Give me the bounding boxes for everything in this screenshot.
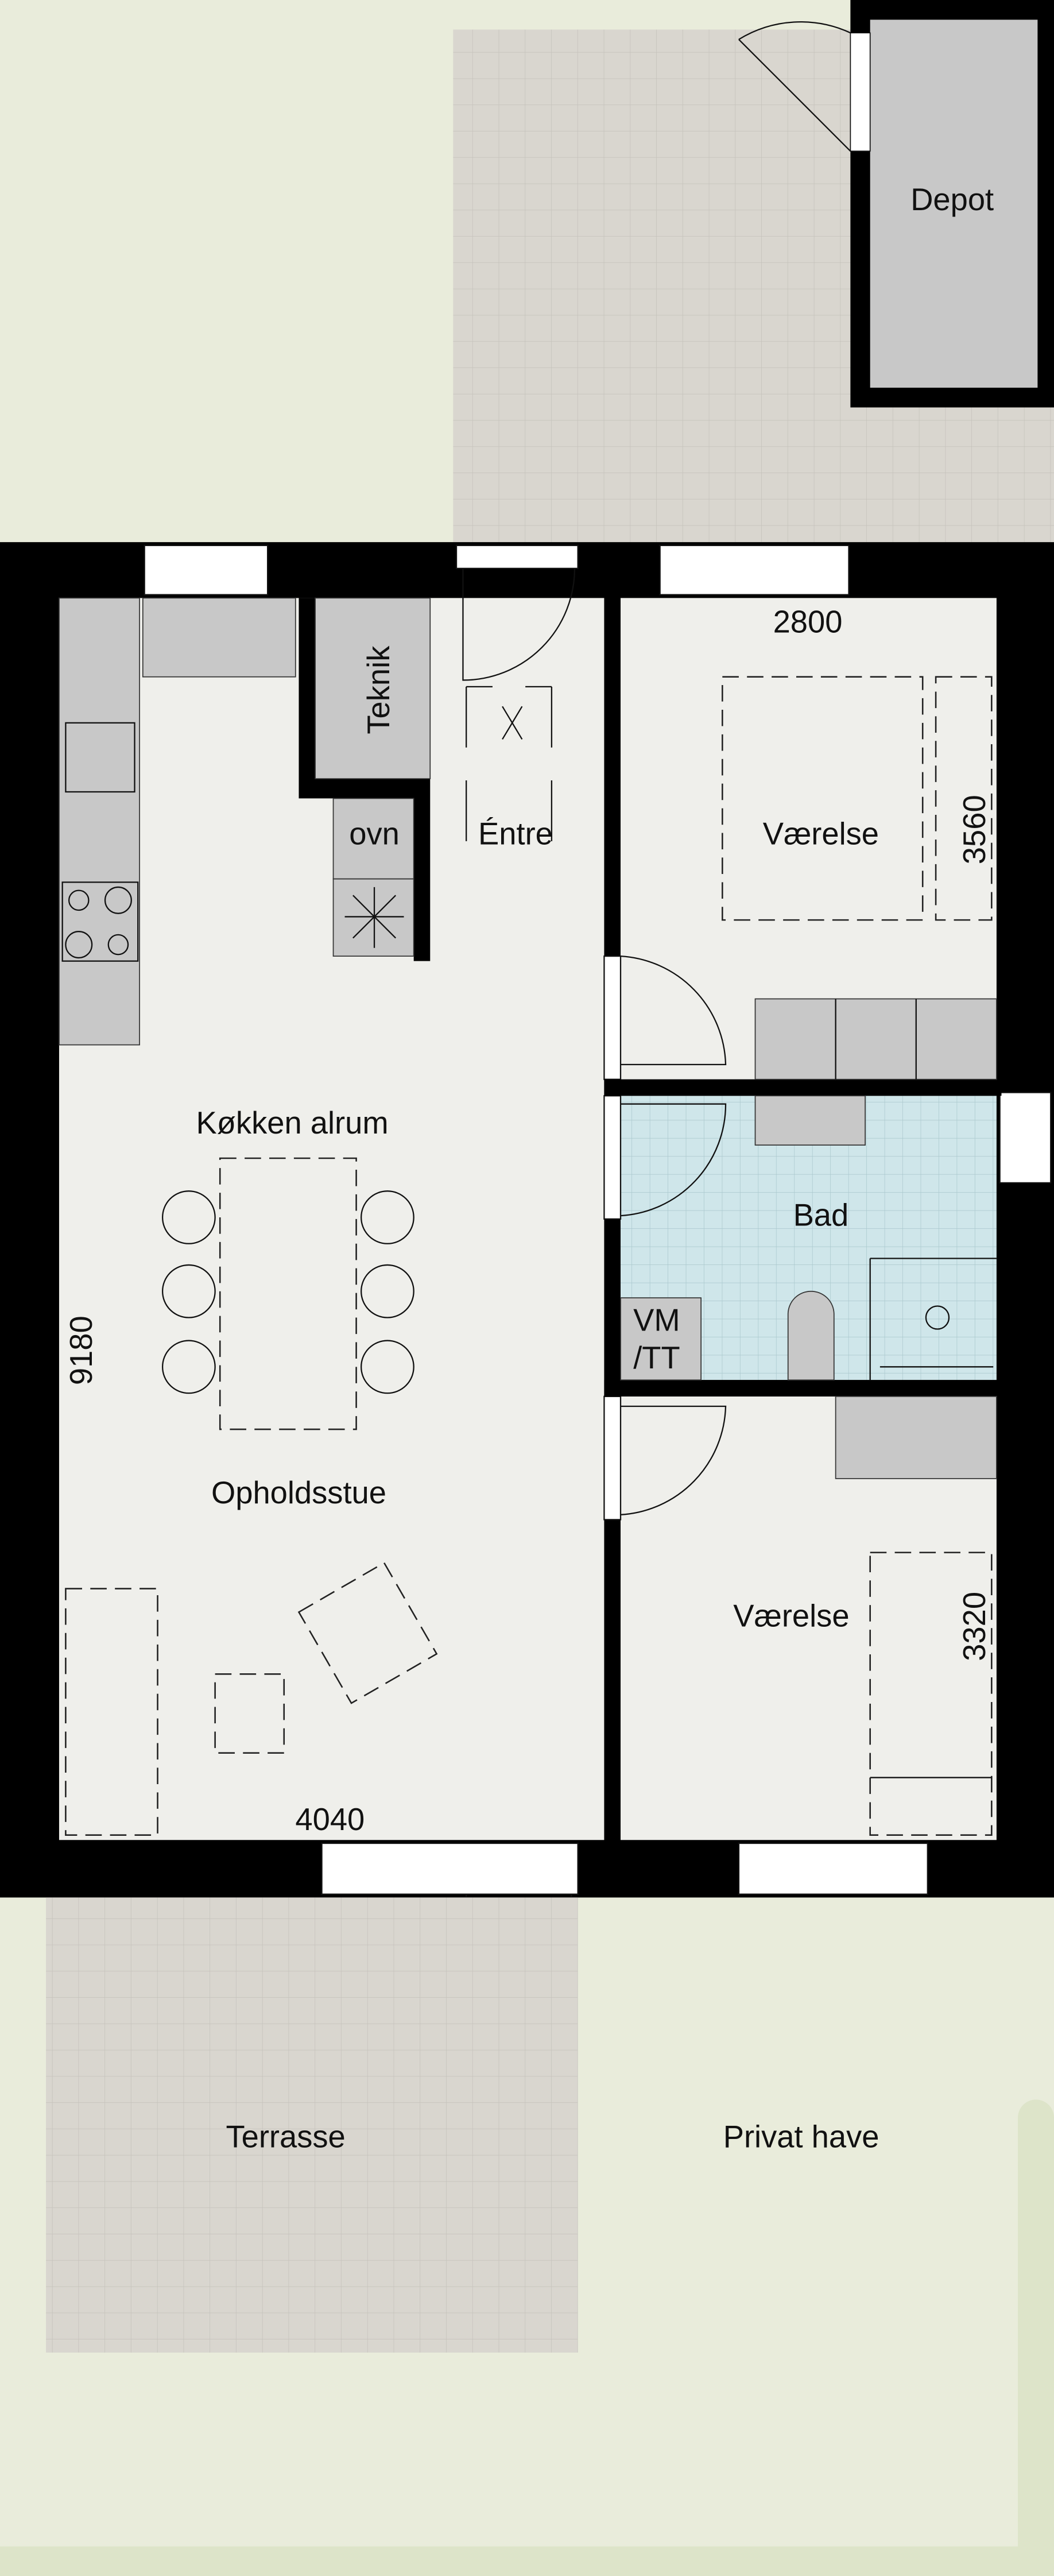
hob: [61, 881, 139, 962]
hob-burner: [104, 886, 132, 914]
hob-burner: [65, 931, 93, 959]
label-terrasse: Terrasse: [226, 2119, 345, 2154]
window-kitchen: [144, 544, 269, 595]
bedroom-top-door-swing: [620, 955, 727, 1066]
teknik-wall: [299, 598, 431, 961]
window-bedroom-top: [659, 544, 850, 595]
sofa: [65, 1588, 158, 1836]
shower-head-icon: [925, 1305, 950, 1330]
entrance-door-swing: [462, 568, 576, 681]
kitchen-upper-cabinet: [142, 597, 296, 678]
door-bathroom-opening: [603, 1095, 622, 1220]
bed-top: [722, 676, 924, 921]
shower-area: [869, 1258, 997, 1380]
terrace: [46, 1897, 578, 2353]
label-bad: Bad: [793, 1197, 849, 1232]
bed-bottom: [869, 1552, 993, 1836]
chair: [361, 1190, 414, 1244]
dim-top-room-depth: 3560: [957, 795, 992, 864]
door-bedroom-top-opening: [603, 955, 622, 1080]
door-entrance-opening: [455, 544, 579, 570]
dim-living-length: 9180: [64, 1316, 99, 1385]
dining-table: [219, 1157, 357, 1430]
bathroom-sink: [754, 1095, 866, 1146]
window-living: [321, 1842, 579, 1895]
floor-kitchen-living: [59, 598, 604, 1840]
hob-burner: [68, 889, 90, 911]
label-opholdsstue: Opholdsstue: [211, 1475, 386, 1510]
washer-dryer: [620, 1297, 702, 1381]
label-vm-2: /TT: [633, 1340, 680, 1375]
chair: [361, 1264, 414, 1318]
bathroom-door-swing: [620, 1103, 727, 1217]
dim-top-room-width: 2800: [773, 604, 843, 639]
hob-burner: [107, 934, 129, 956]
wardrobe-bottom: [835, 1395, 997, 1479]
armchair: [297, 1561, 438, 1704]
label-kokken-alrum: Køkken alrum: [196, 1105, 389, 1140]
window-bedroom-bottom: [738, 1842, 928, 1895]
bath-wall-bottom: [604, 1380, 1002, 1397]
coffee-table: [214, 1673, 285, 1754]
chair: [161, 1264, 216, 1318]
depot-door-swing: [738, 21, 851, 152]
wardrobe-divisions: [835, 999, 917, 1080]
nightstand: [935, 676, 993, 921]
label-ovn: ovn: [349, 817, 400, 852]
door-bedroom-bottom-opening: [603, 1395, 622, 1521]
bedroom-bottom-door-swing: [620, 1405, 727, 1515]
fridge-star-icon: [344, 887, 404, 948]
label-entre: Éntre: [478, 817, 553, 852]
bath-wall-top: [604, 1079, 1002, 1096]
dining-chairs: [161, 1190, 414, 1394]
chair: [161, 1190, 216, 1244]
label-teknik: Teknik: [361, 645, 396, 734]
teknik-room: [315, 597, 431, 779]
wardrobe-top: [754, 998, 997, 1080]
dim-bottom-room-depth: 3320: [957, 1592, 992, 1661]
label-vm-1: VM: [633, 1302, 680, 1337]
label-privat-have: Privat have: [723, 2119, 879, 2154]
chair: [361, 1340, 414, 1394]
toilet-icon: [787, 1290, 835, 1381]
depot-room: [870, 20, 1038, 388]
label-depot: Depot: [910, 182, 994, 217]
window-bathroom: [999, 1092, 1052, 1184]
label-vaerelse-top: Værelse: [763, 817, 879, 852]
kitchen-counter: [59, 597, 140, 1046]
hedge-bottom: [0, 2546, 1054, 2576]
dim-living-width: 4040: [295, 1802, 365, 1837]
kitchen-sink: [65, 722, 135, 793]
chair: [161, 1340, 216, 1394]
oven: [332, 798, 414, 880]
depot-door-opening: [850, 32, 871, 152]
hedge: [1018, 2099, 1054, 2576]
entrance-wardrobe: [466, 686, 553, 841]
label-vaerelse-bottom: Værelse: [733, 1598, 849, 1633]
